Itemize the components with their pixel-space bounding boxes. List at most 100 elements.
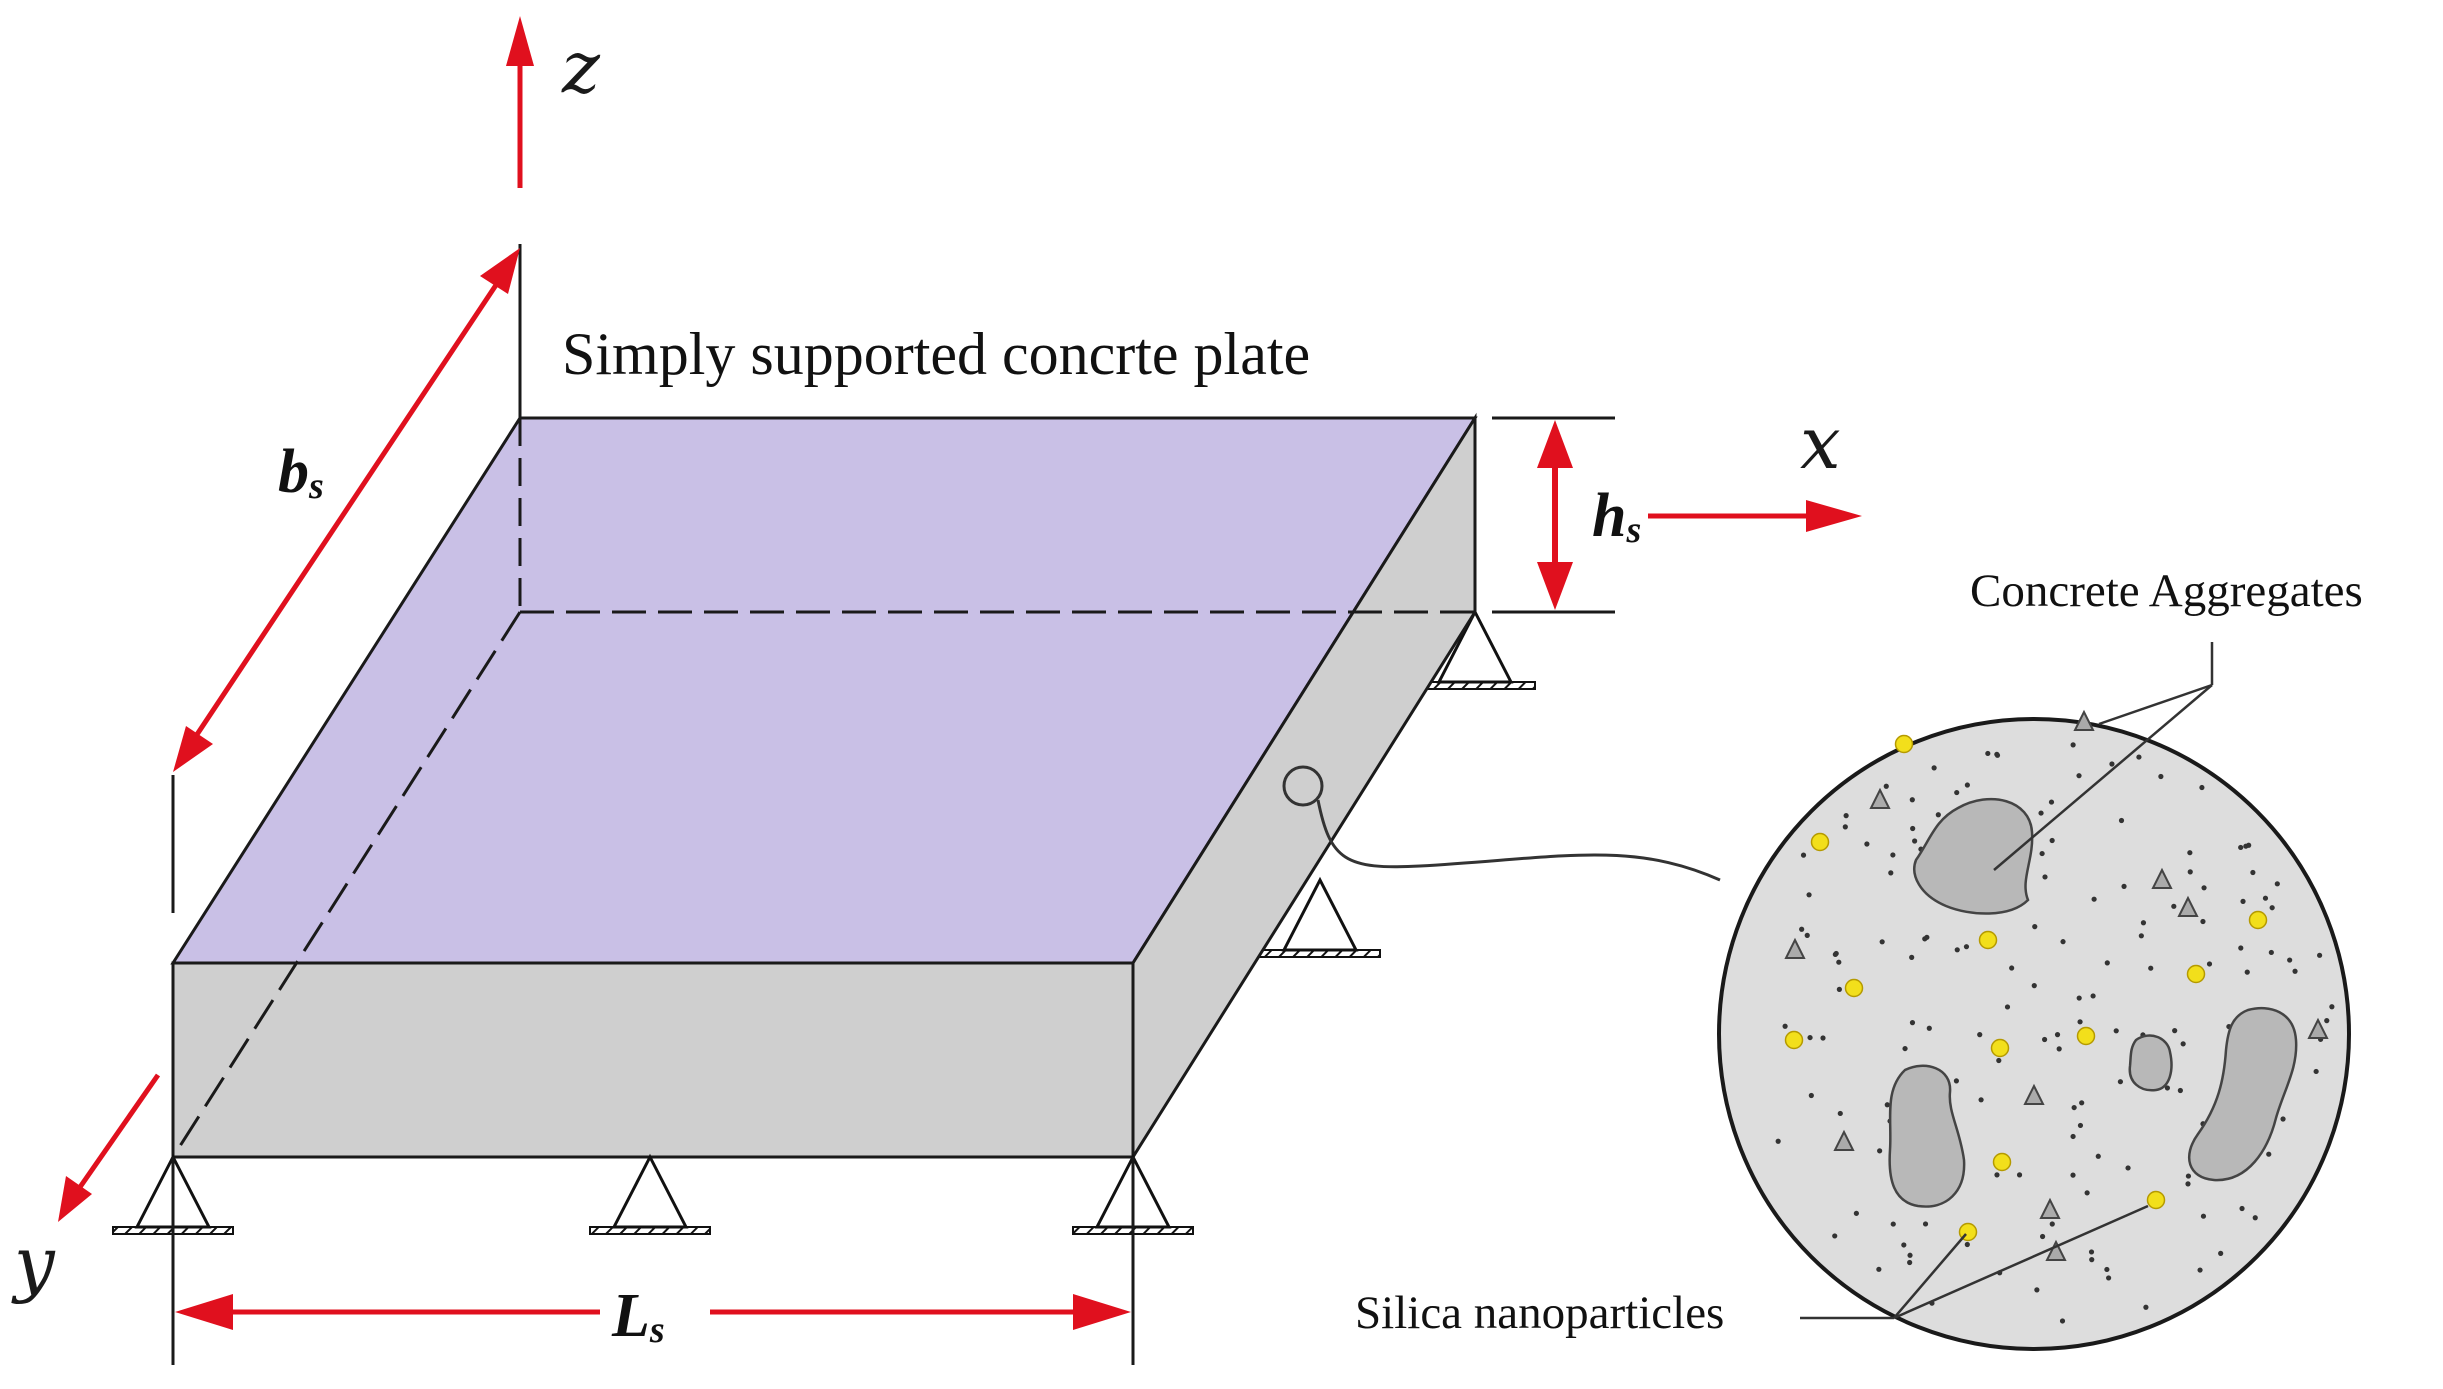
silica-nanoparticle [2146,1190,2166,1210]
fine-particle [2187,850,2193,856]
fine-particle [1964,782,1970,788]
fine-particle [2049,1221,2055,1227]
fine-particle [1907,1252,1913,1258]
length-arrowhead-left [175,1294,233,1330]
fine-particle [1922,1221,1929,1227]
length-dimension: Ls [171,1157,1135,1365]
fine-particle [2077,1019,2083,1025]
fine-particle [2070,1133,2076,1140]
fine-particle [2090,993,2096,999]
fine-particle [1890,1221,1896,1227]
fine-particle [2070,742,2076,748]
nanoparticles-label: Silica nanoparticles [1355,1287,1724,1339]
fine-particle [2240,898,2246,904]
fine-particle [2089,1257,2095,1263]
fine-particle [2171,903,2177,909]
y-axis-line [75,1073,161,1192]
fine-particle [2104,960,2110,966]
fine-particle [2280,1116,2286,1122]
height-label: hs [1592,482,1641,551]
fine-particle [2039,1233,2046,1240]
fine-particle [2164,1085,2171,1091]
fine-particle [2158,773,2164,780]
fine-particle [1842,824,1848,830]
fine-particle [1978,1097,1984,1103]
aggregate-triangle [2039,1197,2061,1219]
fine-particle [2138,933,2144,939]
length-label: Ls [611,1282,665,1351]
fine-particle [2106,1275,2112,1281]
silica-nanoparticle [1990,1038,2010,1058]
fine-particle [2266,1151,2272,1157]
fine-particle [2262,895,2269,901]
fine-particle [1883,783,1889,789]
fine-particle [2238,945,2244,951]
fine-particle [2238,844,2244,851]
x-axis-label: x [1800,401,1841,485]
fine-particle [1977,1032,1983,1038]
width-label: bs [278,438,324,507]
fine-particle [2038,810,2044,816]
aggregate-triangle [2151,867,2173,889]
fine-particle [1909,1020,1916,1026]
fine-particle [2218,1250,2224,1256]
microstructure-callout: Concrete Aggregates Silica nanoparticles [1282,565,2363,1351]
fine-particle [2056,1046,2062,1052]
y-axis-arrowhead [58,1176,92,1222]
fine-particle [2239,1205,2245,1212]
fine-particle [2244,969,2250,975]
y-axis-label: y [11,1221,56,1305]
fine-particle [1910,825,1916,832]
silica-nanoparticle [1784,1030,1804,1050]
fine-particle [2197,1267,2203,1273]
fine-particle [2054,1032,2061,1038]
silica-nanoparticles [1784,734,2268,1242]
fine-particle [1909,797,1915,803]
diagram-title: Simply supported concrte plate [562,321,1310,387]
fine-particle [2185,1181,2191,1187]
fine-particle [2070,1172,2076,1178]
fine-particle [1877,1148,1883,1154]
fine-particle [2200,1213,2207,1219]
aggregate-triangle [2177,895,2199,917]
silica-nanoparticle [1810,832,1830,852]
fine-particle [2016,1172,2023,1178]
fine-particle [1800,852,1807,858]
fine-particle [2084,1190,2090,1196]
fine-particle [1902,1045,1908,1052]
fine-particle [1907,1259,1913,1266]
support-front-1 [589,1153,711,1235]
microstructure-inset [1717,709,2351,1351]
fine-particle [1926,1025,1932,1031]
fine-particle [2077,1122,2084,1129]
fine-particle [1876,1266,1882,1272]
silica-nanoparticle [2076,1026,2096,1046]
fine-particle [1985,750,1991,757]
width-dimension: bs [171,244,522,913]
fine-particle [2076,995,2082,1001]
aggregate-triangle [2023,1083,2045,1105]
fine-particle [1843,813,1849,819]
fine-particle [2329,1004,2335,1010]
fine-particle [2313,1068,2319,1075]
fine-particle [1879,939,1885,945]
z-axis-arrowhead [506,16,534,66]
fine-particle [2287,957,2293,963]
fine-particle [1799,926,1805,932]
plate-front-face [171,961,1135,1159]
x-axis-arrowhead [1806,500,1862,532]
fine-particle [2117,1079,2124,1085]
fine-particle [2071,1104,2077,1111]
fine-particle [2201,885,2207,891]
fine-particle [2246,842,2252,848]
aggregate-triangle [2307,1017,2329,1039]
fine-particle [2031,983,2037,989]
width-arrowhead-bottom [173,726,213,772]
fine-particle [1853,1210,1859,1216]
fine-particle [1994,751,2000,757]
fine-particle [1964,1241,1970,1248]
z-axis-label: z [561,25,601,109]
front-supports [112,1153,1194,1235]
aggregate-triangle [1784,937,1806,959]
